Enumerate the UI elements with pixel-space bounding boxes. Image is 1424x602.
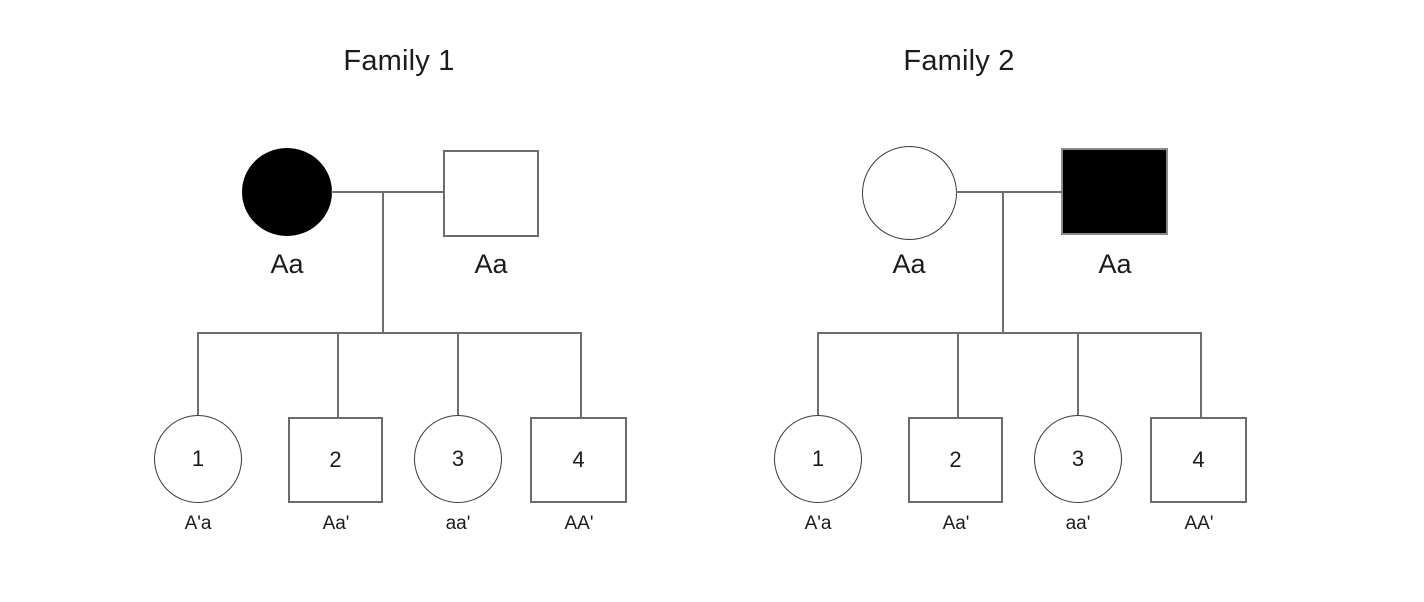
sibling-drop-line-2 (337, 332, 339, 418)
sibling-drop-line-1 (817, 332, 819, 416)
child-symbol-3: 3 (414, 415, 502, 503)
child-number-1: 1 (191, 446, 205, 471)
sibling-drop-line-1 (197, 332, 199, 416)
child-number-2: 2 (329, 447, 342, 472)
child-genotype-2: Aa' (942, 513, 970, 534)
child-number-1: 1 (811, 446, 825, 471)
child-symbol-1: 1 (774, 415, 862, 503)
sibling-drop-line-4 (1200, 332, 1202, 418)
descent-line (382, 192, 384, 334)
sibling-drop-line-3 (1077, 332, 1079, 416)
marriage-line (331, 191, 444, 193)
pedigree-family-1: Family 1 Aa Aa 1 2 3 4 A'a (154, 45, 627, 534)
child-number-2: 2 (949, 447, 962, 472)
marriage-line (956, 191, 1062, 193)
parent-father-symbol-unaffected (443, 150, 539, 237)
parent-mother-genotype: Aa (270, 249, 304, 279)
pedigree-family-2: Family 2 Aa Aa 1 2 3 4 A'a (620, 0, 1332, 602)
parent-father-genotype: Aa (474, 249, 508, 279)
child-genotype-1: A'a (184, 513, 212, 534)
child-symbol-4: 4 (1150, 417, 1247, 503)
child-number-3: 3 (451, 446, 465, 471)
sibling-drop-line-4 (580, 332, 582, 418)
child-genotype-4: AA' (1184, 513, 1214, 534)
child-genotype-4: AA' (564, 513, 594, 534)
parent-mother-symbol-affected (242, 148, 332, 236)
child-number-4: 4 (1192, 447, 1205, 472)
child-symbol-3: 3 (1034, 415, 1122, 503)
child-genotype-3: aa' (1065, 513, 1091, 534)
parent-mother-symbol-unaffected (862, 146, 957, 240)
sibling-drop-line-3 (457, 332, 459, 416)
child-symbol-1: 1 (154, 415, 242, 503)
parent-father-genotype: Aa (1098, 249, 1132, 279)
child-symbol-4: 4 (530, 417, 627, 503)
family-title: Family 1 (343, 45, 455, 77)
child-symbol-2: 2 (908, 417, 1003, 503)
child-genotype-3: aa' (445, 513, 471, 534)
descent-line (1002, 192, 1004, 334)
sibling-drop-line-2 (957, 332, 959, 418)
family-title: Family 2 (903, 45, 1015, 77)
child-symbol-2: 2 (288, 417, 383, 503)
sibship-bar (197, 332, 582, 334)
child-number-3: 3 (1071, 446, 1085, 471)
parent-mother-genotype: Aa (892, 249, 926, 279)
child-number-4: 4 (572, 447, 585, 472)
child-genotype-1: A'a (804, 513, 832, 534)
child-genotype-2: Aa' (322, 513, 350, 534)
sibship-bar (817, 332, 1202, 334)
parent-father-symbol-affected (1061, 148, 1168, 235)
